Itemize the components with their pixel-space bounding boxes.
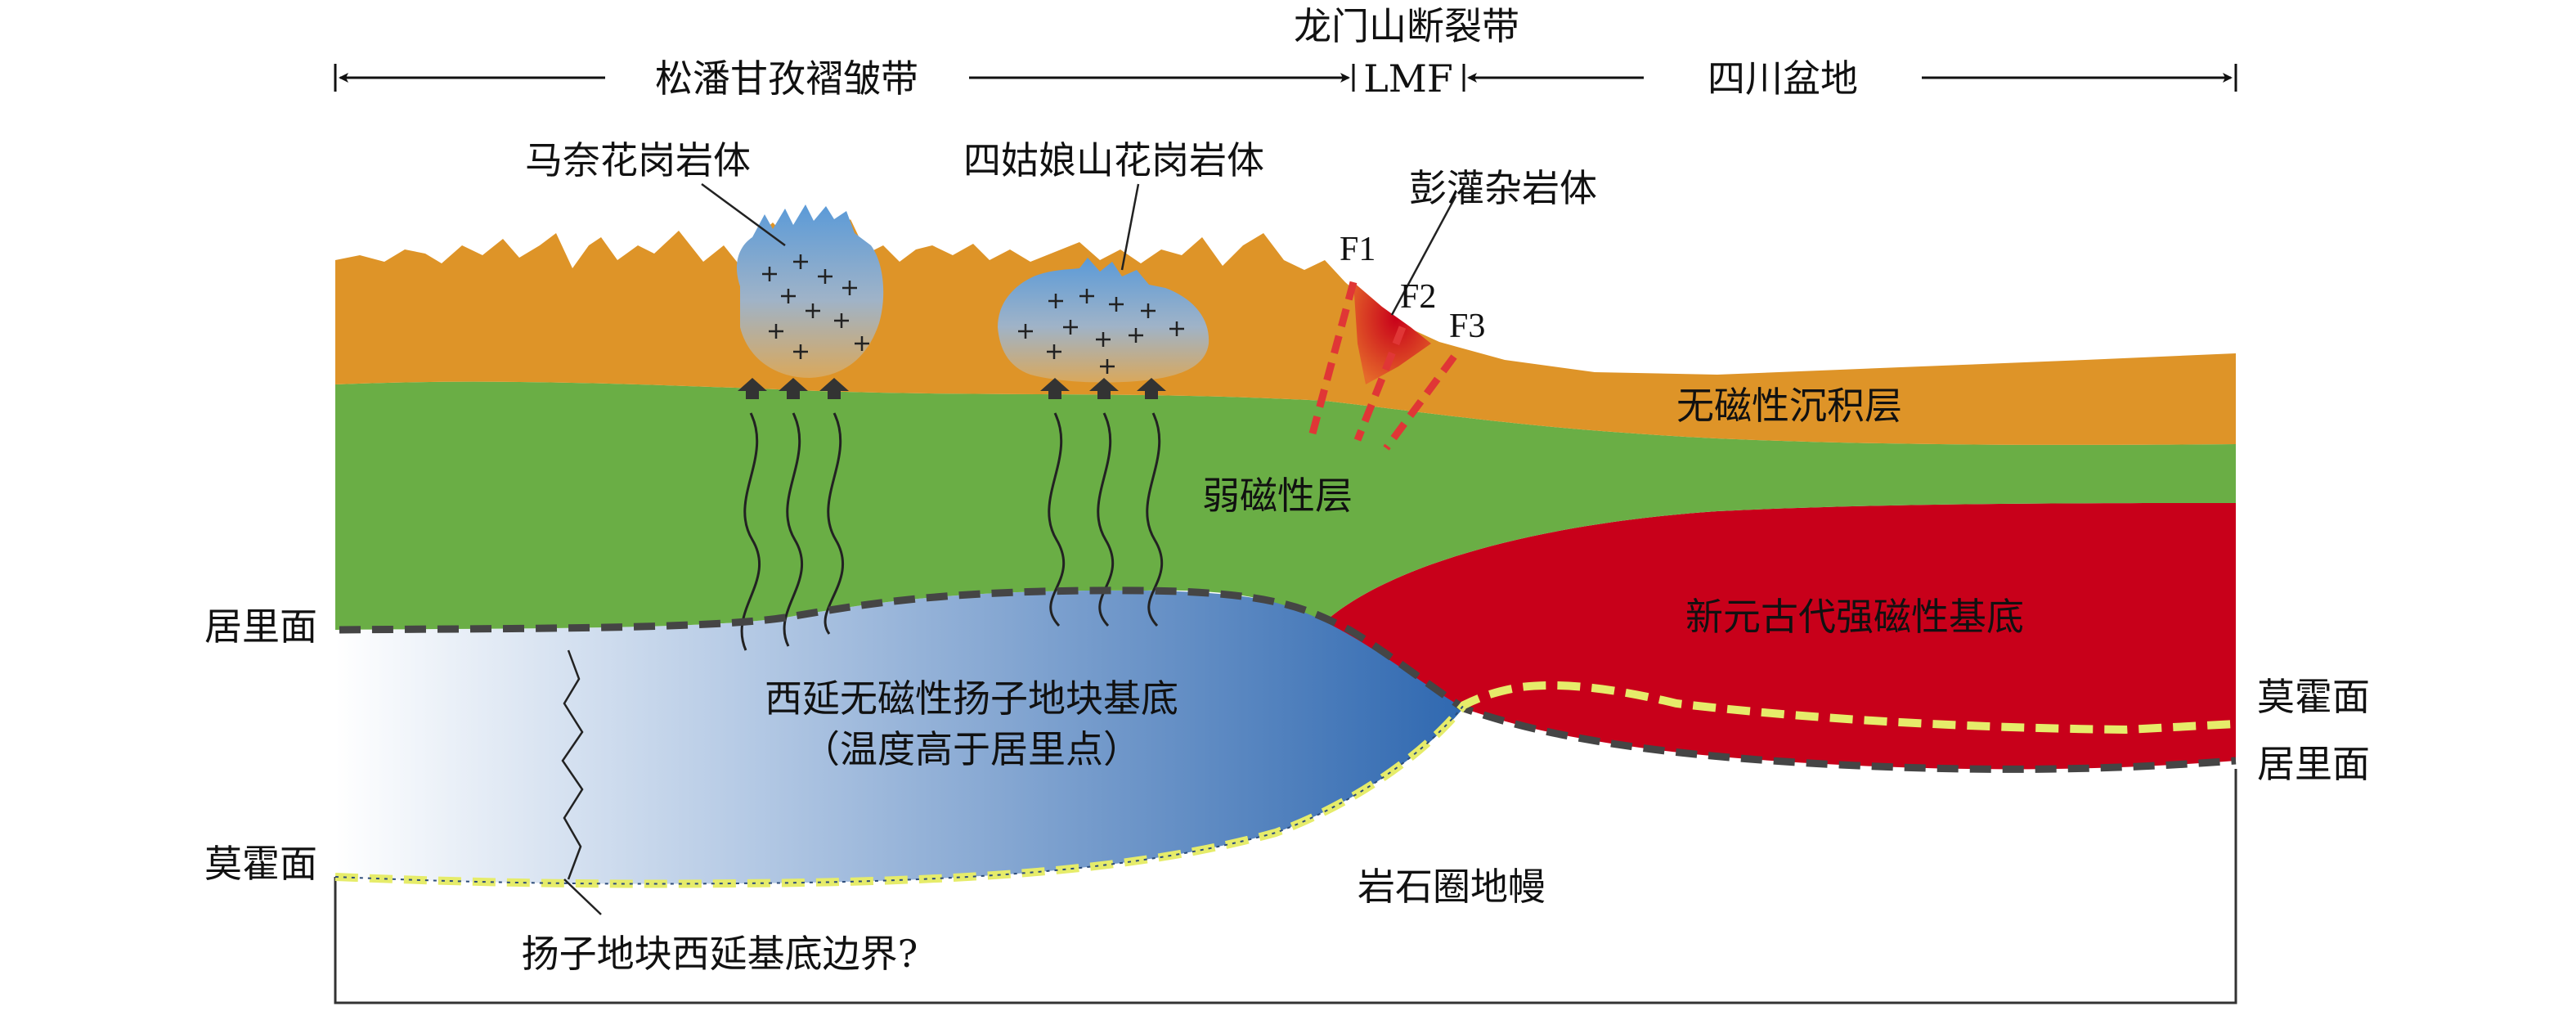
fault-f3-label: F3 (1449, 308, 1485, 345)
neoproterozoic-basement-label: 新元古代强磁性基底 (1685, 595, 2024, 639)
mantle-outline (334, 769, 2237, 1004)
yangtze-boundary-label: 扬子地块西延基底边界? (522, 932, 918, 976)
fault-f1-label: F1 (1340, 231, 1376, 268)
yangtze-basement-label-line2: （温度高于居里点） (802, 727, 1141, 771)
yangtze-boundary-zigzag (561, 649, 584, 880)
siguniangshan-granite-label: 四姑娘山花岗岩体 (963, 138, 1264, 182)
moho-surface-line (334, 681, 2237, 888)
neoproterozoic-basement-body (1325, 503, 2236, 770)
weak-magnetic-layer-label: 弱磁性层 (1202, 474, 1353, 518)
curie-surface-left-label: 居里面 (204, 604, 317, 649)
lithospheric-mantle-label: 岩石圈地幔 (1358, 865, 1546, 909)
manai-conduits (740, 412, 845, 651)
siguniangshan-granite-texture (1018, 289, 1184, 374)
manai-granite-body (736, 204, 884, 378)
fault-f3-line (1383, 354, 1457, 451)
siguniangshan-conduits (1048, 412, 1164, 627)
yangtze-basement-label-line1: 西延无磁性扬子地块基底 (765, 676, 1178, 721)
manai-granite-label: 马奈花岗岩体 (525, 138, 751, 182)
manai-granite-texture (762, 254, 869, 359)
weak-magnetic-layer-body (335, 381, 2236, 630)
nonmagnetic-sediment-label: 无磁性沉积层 (1676, 384, 1902, 428)
pengguan-complex-label: 彭灌杂岩体 (1409, 166, 1597, 210)
moho-surface-inner-line (334, 704, 1465, 885)
manai-upwelling-arrows (738, 378, 849, 399)
moho-surface-left-label: 莫霍面 (204, 842, 317, 886)
longmenshan-fault-zone-label: 龙门山断裂带 (1294, 4, 1519, 48)
fault-f2-label: F2 (1400, 278, 1436, 316)
sichuan-basin-label: 四川盆地 (1708, 56, 1858, 101)
siguniangshan-upwelling-arrows (1040, 378, 1166, 399)
pengguan-complex-body (1353, 282, 1431, 384)
curie-surface-line (339, 586, 2237, 773)
leader-lines (563, 182, 1457, 915)
curie-surface-right-label: 居里面 (2257, 742, 2370, 786)
moho-surface-right-label: 莫霍面 (2257, 675, 2370, 719)
yangtze-basement-body (335, 590, 1464, 884)
extent-header (334, 64, 2237, 92)
fault-lines (1308, 281, 1457, 451)
songpan-ganzi-label: 松潘甘孜褶皱带 (655, 56, 918, 101)
lmf-label: LMF (1363, 56, 1453, 101)
fault-f2-line (1353, 326, 1407, 442)
